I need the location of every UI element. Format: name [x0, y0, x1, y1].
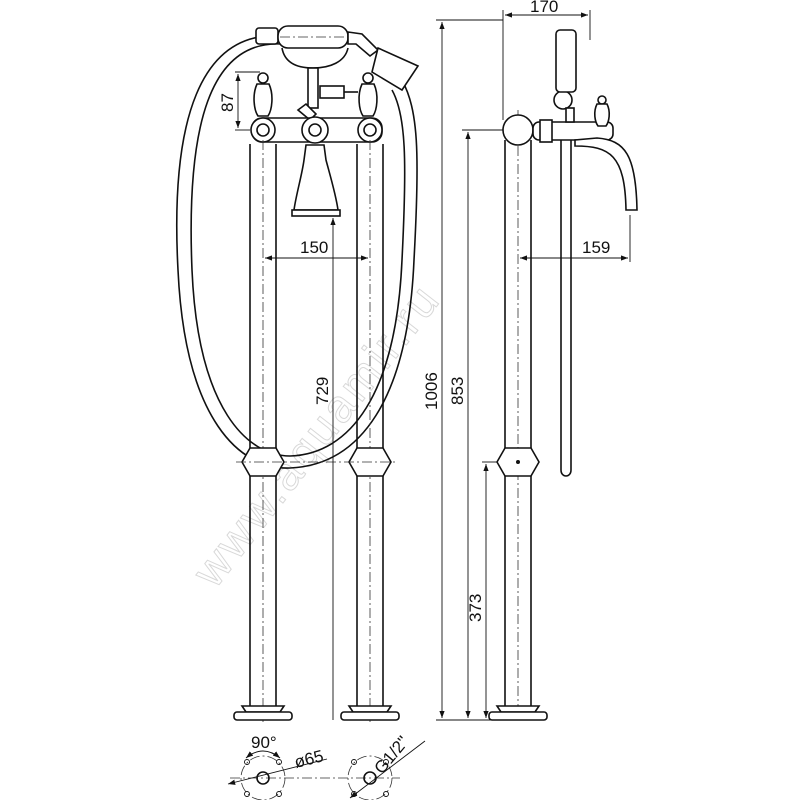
dim-diameter-65: ø65 — [292, 746, 325, 772]
right-lever — [358, 72, 378, 117]
dim-90-degrees: 90° — [251, 733, 277, 752]
front-view: 87 150 729 — [175, 25, 420, 722]
side-spout — [574, 137, 638, 211]
shower-hose — [175, 35, 418, 469]
side-handset — [553, 90, 573, 110]
mixer-body — [250, 116, 383, 217]
watermark: www.aquamir.ru — [181, 273, 450, 597]
dim-170: 170 — [530, 0, 558, 16]
dim-729: 729 — [313, 377, 332, 405]
handset — [255, 25, 420, 109]
flange-detail: 90° ø65 G1/2" — [227, 733, 426, 800]
dim-373: 373 — [466, 594, 485, 622]
diverter-lever — [296, 102, 318, 122]
right-pipe — [340, 140, 400, 722]
dim-159: 159 — [582, 238, 610, 257]
left-lever — [253, 72, 273, 117]
shower-head — [371, 46, 420, 92]
dim-150: 150 — [300, 238, 328, 257]
dim-87: 87 — [218, 93, 237, 112]
left-pipe — [233, 140, 293, 722]
dim-853: 853 — [448, 377, 467, 405]
dim-1006: 1006 — [422, 372, 441, 410]
side-view: 170 159 373 — [466, 0, 638, 722]
